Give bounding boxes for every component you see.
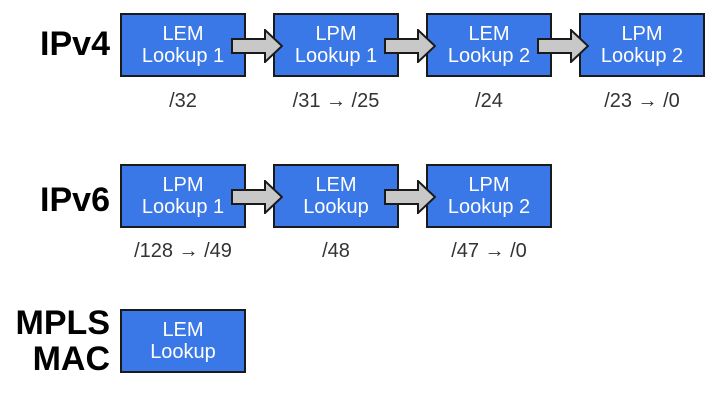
right-arrow-icon — [537, 29, 589, 63]
right-arrow-icon — [231, 29, 283, 63]
prefix-range: /48 — [322, 240, 350, 262]
lookup-box: LEM Lookup — [120, 309, 246, 373]
prefix-range: /128 → /49 — [134, 240, 232, 262]
lookup-stage: Lookup 2 — [600, 45, 684, 67]
row-label-line: IPv4 — [40, 25, 110, 63]
right-arrow-icon — [384, 29, 436, 63]
lookup-stage: Lookup 1 — [294, 45, 378, 67]
row-label-line: MAC — [32, 340, 110, 378]
right-arrow-icon — [231, 180, 283, 214]
right-arrow-icon — [384, 180, 436, 214]
lookup-box: LPM Lookup 1 — [273, 13, 399, 77]
row-label-ipv6: IPv6 — [0, 182, 110, 218]
lookup-type: LEM — [468, 23, 510, 45]
row-label-line: MPLS — [15, 304, 110, 342]
lookup-stage: Lookup — [150, 341, 216, 363]
prefix-range: /31 → /25 — [292, 90, 380, 112]
lookup-type: LEM — [315, 174, 357, 196]
lookup-stage: Lookup 2 — [447, 45, 531, 67]
lookup-box: LEM Lookup 2 — [426, 13, 552, 77]
lookup-box: LEM Lookup 1 — [120, 13, 246, 77]
row-label-ipv4: IPv4 — [0, 26, 110, 62]
lookup-type: LPM — [621, 23, 663, 45]
lookup-type: LPM — [468, 174, 510, 196]
prefix-range: /24 — [475, 90, 503, 112]
lookup-stage: Lookup 1 — [141, 45, 225, 67]
prefix-range: /23 → /0 — [604, 90, 680, 112]
lookup-type: LPM — [162, 174, 204, 196]
lookup-box: LPM Lookup 2 — [426, 164, 552, 228]
lookup-type: LEM — [162, 319, 204, 341]
lookup-type: LPM — [315, 23, 357, 45]
row-label-line: IPv6 — [40, 181, 110, 219]
prefix-range: /47 → /0 — [451, 240, 527, 262]
lookup-box: LEM Lookup — [273, 164, 399, 228]
lookup-box: LPM Lookup 1 — [120, 164, 246, 228]
lookup-box: LPM Lookup 2 — [579, 13, 705, 77]
lookup-stage: Lookup — [303, 196, 369, 218]
lookup-stage: Lookup 1 — [141, 196, 225, 218]
lookup-stage: Lookup 2 — [447, 196, 531, 218]
prefix-range: /32 — [169, 90, 197, 112]
lookup-type: LEM — [162, 23, 204, 45]
row-label-mpls-mac: MPLS MAC — [0, 305, 110, 377]
